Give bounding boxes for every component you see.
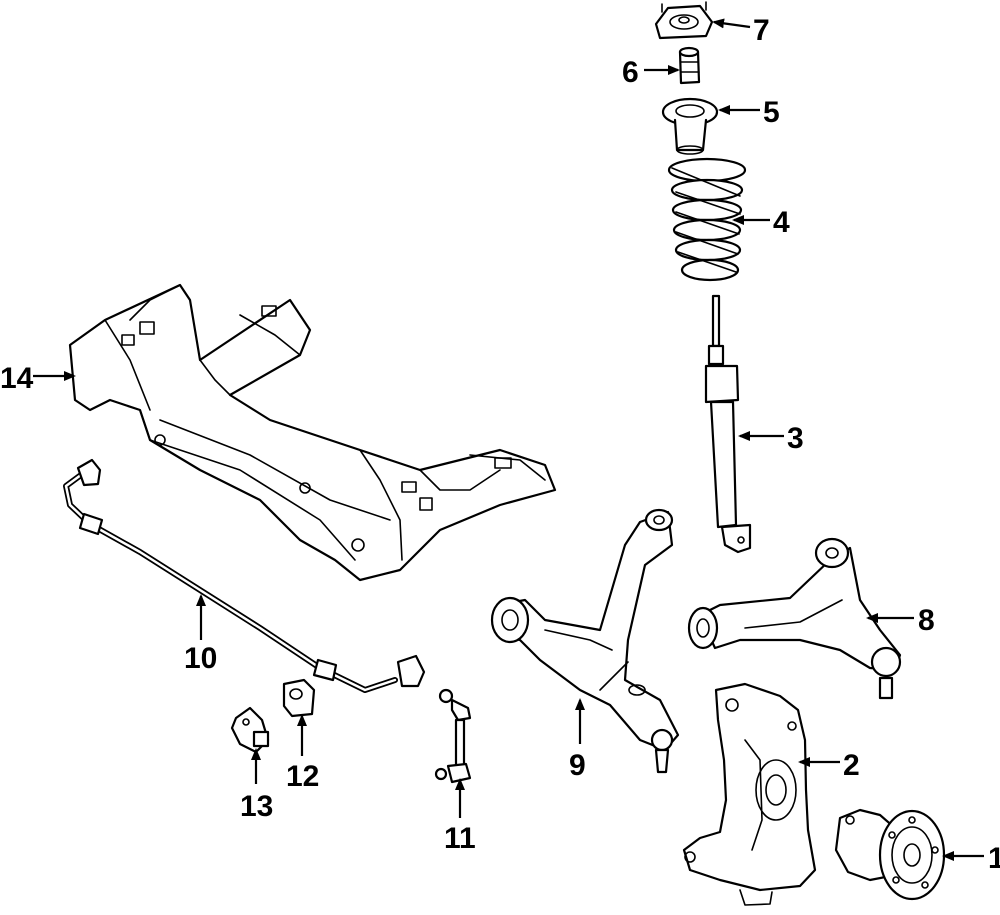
subframe-part-14: [68, 283, 557, 582]
spring-seat-part-5: [661, 97, 719, 155]
callout-6: 6: [622, 56, 639, 89]
wheel-hub-part-1: [834, 808, 946, 901]
callout-8: 8: [918, 604, 935, 637]
leader-7: [712, 18, 751, 29]
lower-control-arm-part-9: [490, 508, 680, 774]
callout-7: 7: [753, 14, 770, 47]
strut-mount-part-7: [654, 1, 714, 40]
stabilizer-bushing-part-12: [282, 678, 316, 718]
callout-13: 13: [240, 790, 273, 823]
callout-5: 5: [763, 96, 780, 129]
bump-stop-part-6: [678, 46, 701, 85]
upper-control-arm-part-8: [687, 537, 902, 700]
callout-9: 9: [569, 749, 586, 782]
callout-3: 3: [787, 422, 804, 455]
callout-10: 10: [184, 642, 217, 675]
callout-1: 1: [988, 842, 1000, 875]
stabilizer-bracket-part-13: [230, 706, 270, 754]
callout-2: 2: [843, 749, 860, 782]
stabilizer-bar-part-10: [63, 458, 426, 693]
leader-lines: [33, 18, 984, 861]
shock-absorber-part-3: [704, 294, 752, 554]
callout-labels: 1 2 3 4 5 6 7 8 9 10 11 12 13 14: [0, 14, 1000, 875]
callout-4: 4: [773, 206, 790, 239]
callout-11: 11: [444, 822, 476, 855]
callout-12: 12: [286, 760, 319, 793]
coil-spring-part-4: [667, 157, 747, 282]
steering-knuckle-part-2: [682, 682, 817, 906]
stabilizer-link-part-11: [434, 688, 472, 784]
callout-14: 14: [0, 362, 34, 395]
